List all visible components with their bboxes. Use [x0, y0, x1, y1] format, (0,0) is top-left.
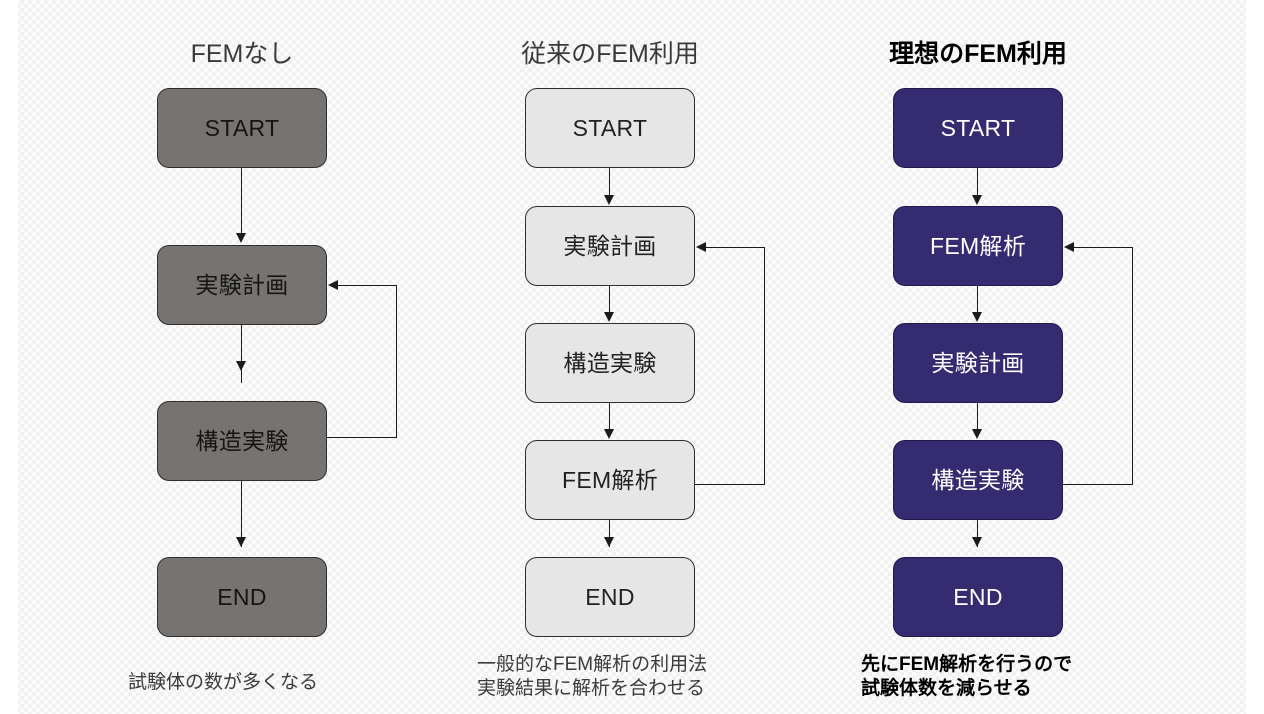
node-ideal-plan[interactable]: 実験計画: [893, 323, 1063, 403]
connector-no-fem-1: [241, 168, 242, 235]
node-conventional-fem[interactable]: FEM解析: [525, 440, 695, 520]
arrowhead-conventional-4: [604, 537, 614, 547]
node-conventional-start[interactable]: START: [525, 88, 695, 168]
feedback-ideal-right: [1132, 247, 1133, 485]
node-conventional-plan[interactable]: 実験計画: [525, 206, 695, 286]
connector-ideal-4: [977, 520, 978, 547]
feedback-ideal-bottom: [1063, 484, 1133, 485]
connector-ideal-2: [977, 286, 978, 315]
left-margin: [0, 0, 18, 714]
feedback-no-fem-top: [338, 285, 397, 286]
node-ideal-end[interactable]: END: [893, 557, 1063, 637]
column-title-ideal-fem: 理想のFEM利用: [889, 40, 1067, 68]
right-margin: [1246, 0, 1264, 714]
node-no-fem-test[interactable]: 構造実験: [157, 401, 327, 481]
caption-no-fem: 試験体の数が多くなる: [128, 672, 319, 693]
node-ideal-test[interactable]: 構造実験: [893, 440, 1063, 520]
feedback-arrowhead-no-fem: [328, 280, 338, 290]
connector-ideal-3: [977, 403, 978, 432]
node-ideal-fem[interactable]: FEM解析: [893, 206, 1063, 286]
column-title-no-fem: FEMなし: [190, 40, 294, 68]
caption-conventional-fem: 一般的なFEM解析の利用法 実験結果に解析を合わせる: [477, 654, 708, 700]
arrowhead-conventional-2: [604, 312, 614, 322]
arrowhead-no-fem-3: [236, 537, 246, 547]
arrowhead-ideal-3: [972, 429, 982, 439]
feedback-no-fem-bottom: [327, 437, 397, 438]
connector-conventional-3: [609, 403, 610, 432]
connector-conventional-2: [609, 286, 610, 315]
feedback-arrowhead-ideal: [1064, 242, 1074, 252]
node-no-fem-start[interactable]: START: [157, 88, 327, 168]
connector-conventional-1: [609, 168, 610, 198]
connector-no-fem-2: [241, 325, 242, 383]
arrowhead-no-fem-1: [236, 233, 246, 243]
arrowhead-ideal-1: [972, 195, 982, 205]
node-no-fem-end[interactable]: END: [157, 557, 327, 637]
arrowhead-ideal-4: [972, 537, 982, 547]
node-ideal-start[interactable]: START: [893, 88, 1063, 168]
connector-no-fem-3: [241, 481, 242, 547]
arrowhead-ideal-2: [972, 312, 982, 322]
arrowhead-conventional-3: [604, 429, 614, 439]
node-conventional-test[interactable]: 構造実験: [525, 323, 695, 403]
connector-ideal-1: [977, 168, 978, 198]
caption-ideal-fem: 先にFEM解析を行うので 試験体数を減らせる: [861, 654, 1073, 700]
feedback-arrowhead-conventional: [696, 242, 706, 252]
feedback-conventional-top: [706, 247, 765, 248]
column-title-conventional-fem: 従来のFEM利用: [521, 40, 699, 68]
feedback-conventional-bottom: [695, 484, 765, 485]
arrowhead-no-fem-2: [236, 361, 246, 371]
arrowhead-conventional-1: [604, 195, 614, 205]
feedback-conventional-right: [764, 247, 765, 485]
feedback-ideal-top: [1074, 247, 1133, 248]
feedback-no-fem-right: [396, 285, 397, 438]
node-no-fem-plan[interactable]: 実験計画: [157, 245, 327, 325]
node-conventional-end[interactable]: END: [525, 557, 695, 637]
connector-conventional-4: [609, 520, 610, 547]
